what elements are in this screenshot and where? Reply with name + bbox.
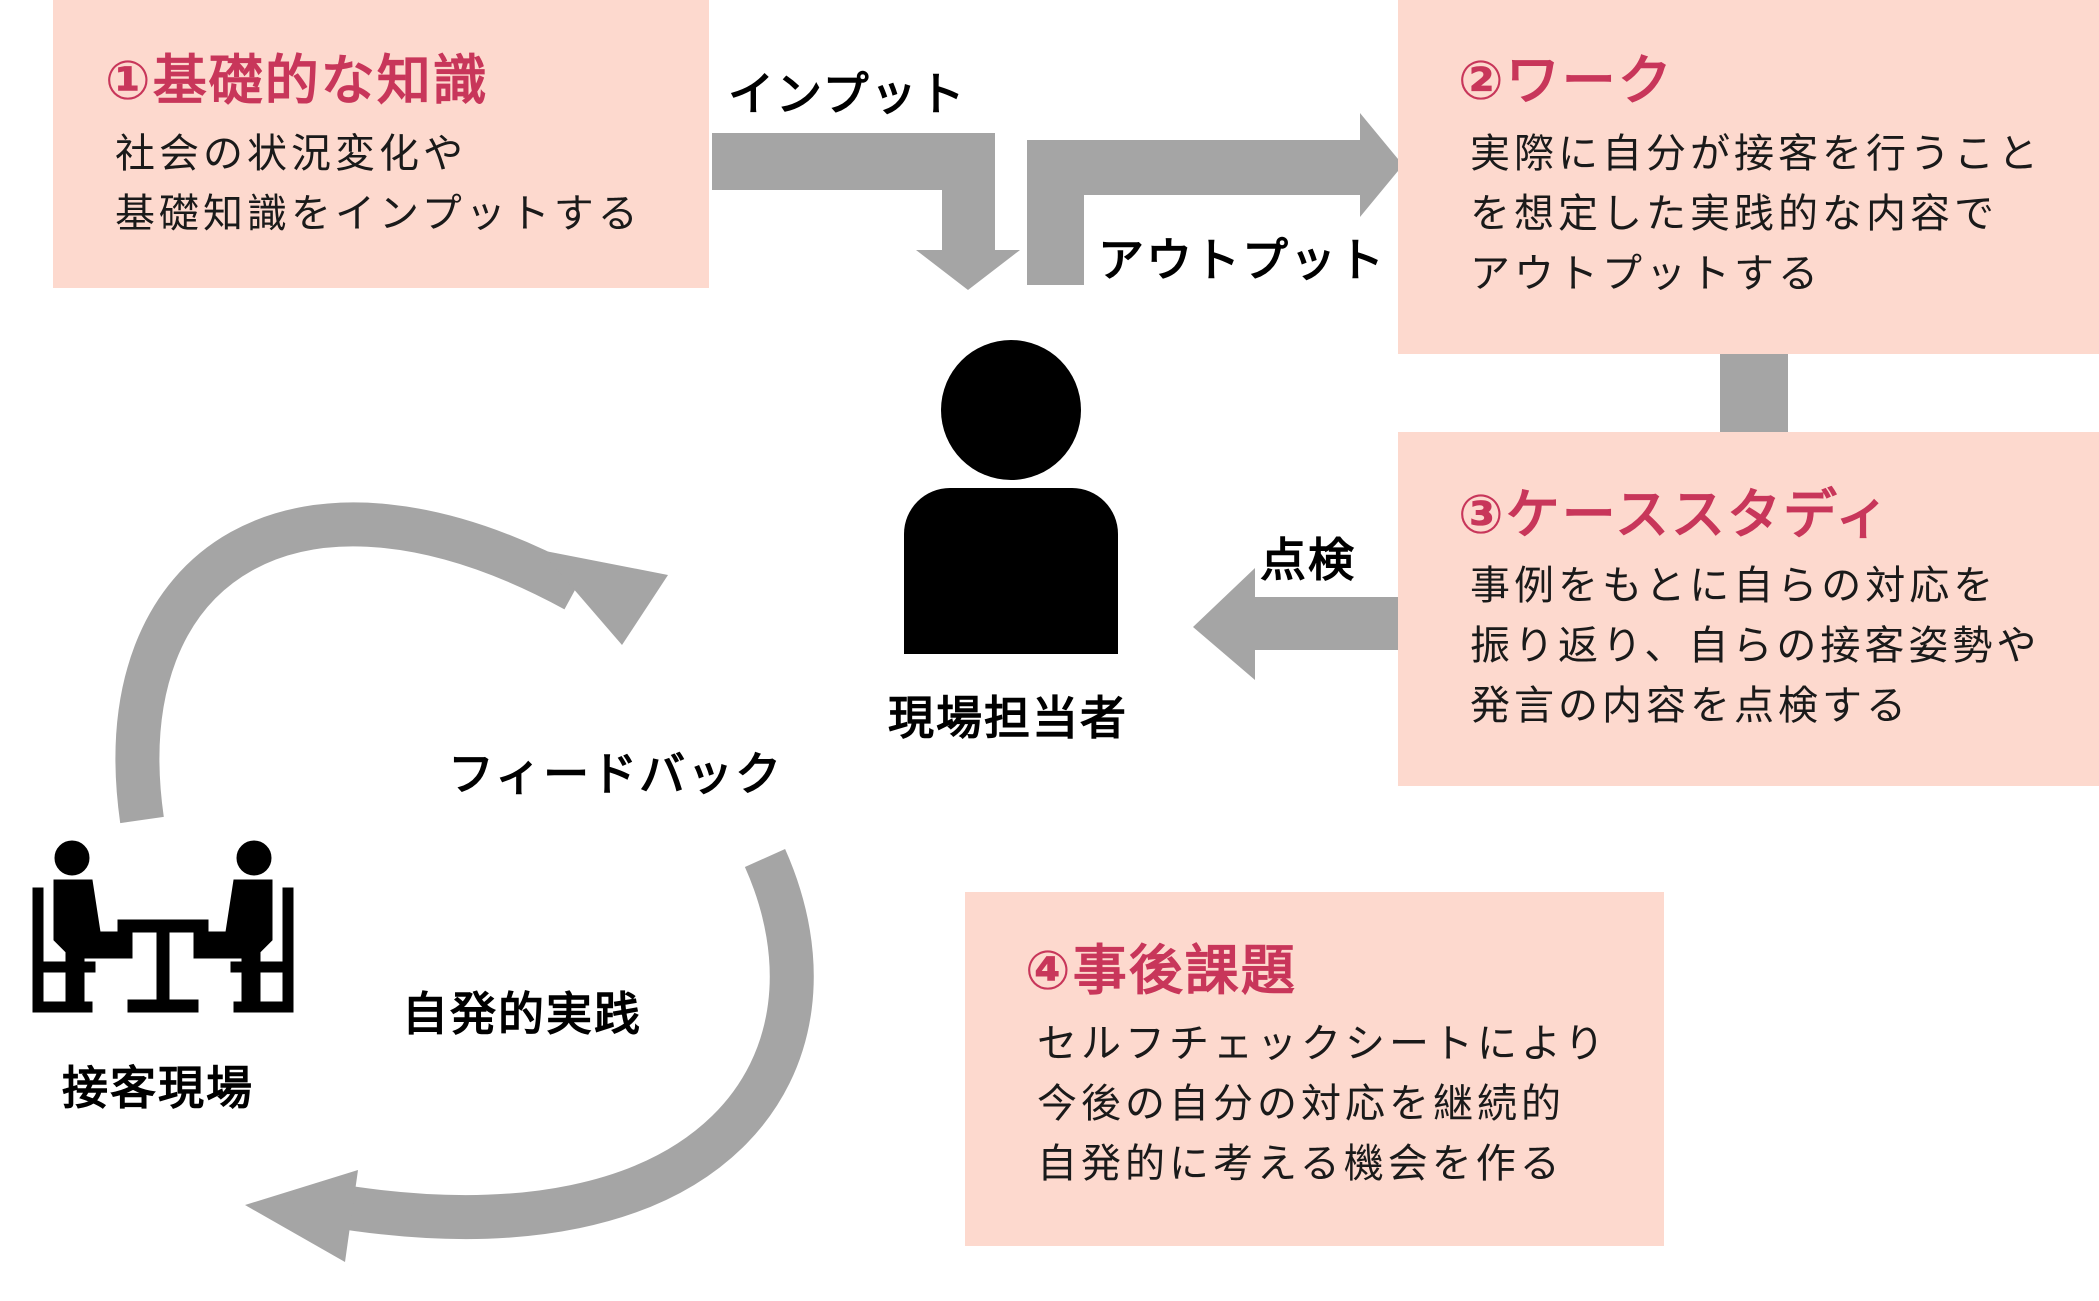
input-arrow — [712, 133, 1020, 290]
step-description: 事例をもとに自らの対応を 振り返り、自らの接客姿勢や 発言の内容を点検する — [1470, 556, 2040, 736]
connector-bar — [1720, 352, 1788, 434]
practice-arc — [326, 849, 814, 1240]
step-title: ③ケーススタディ — [1458, 483, 1892, 546]
input-label: インプット — [728, 67, 967, 121]
site-label: 接客現場 — [62, 1061, 254, 1115]
practice-label: 自発的実践 — [402, 987, 642, 1041]
step-line: 発言の内容を点検する — [1470, 683, 1910, 729]
meeting-table-icon — [32, 840, 294, 1013]
step-description: セルフチェックシートにより 今後の自分の対応を継続的 自発的に考える機会を作る — [1037, 1014, 1608, 1194]
step-description: 社会の状況変化や 基礎知識をインプットする — [115, 124, 642, 244]
step-line: アウトプットする — [1470, 251, 1822, 297]
check-label: 点検 — [1260, 533, 1356, 587]
step-box-basic-knowledge: ①基礎的な知識 社会の状況変化や 基礎知識をインプットする — [53, 0, 709, 288]
step-box-case-study: ③ケーススタディ 事例をもとに自らの対応を 振り返り、自らの接客姿勢や 発言の内… — [1398, 432, 2099, 786]
person-icon — [904, 340, 1118, 654]
step-line: 社会の状況変化や — [115, 131, 467, 177]
step-line: 実際に自分が接客を行うこと — [1470, 131, 2042, 177]
step-line: 事例をもとに自らの対応を — [1470, 563, 1998, 609]
step-line: を想定した実践的な内容で — [1470, 191, 1998, 237]
person-label: 現場担当者 — [888, 691, 1128, 745]
step-line: 自発的に考える機会を作る — [1037, 1141, 1564, 1187]
step-title: ④事後課題 — [1025, 939, 1297, 1002]
feedback-arc — [115, 502, 586, 824]
step-line: 振り返り、自らの接客姿勢や — [1470, 623, 2041, 669]
step-title: ②ワーク — [1458, 49, 1674, 112]
step-box-work: ②ワーク 実際に自分が接客を行うこと を想定した実践的な内容で アウトプットする — [1398, 0, 2099, 354]
output-arrow — [1027, 113, 1403, 285]
step-description: 実際に自分が接客を行うこと を想定した実践的な内容で アウトプットする — [1470, 124, 2042, 304]
step-line: 今後の自分の対応を継続的 — [1037, 1081, 1565, 1127]
output-label: アウトプット — [1098, 233, 1386, 287]
step-box-follow-up: ④事後課題 セルフチェックシートにより 今後の自分の対応を継続的 自発的に考える… — [965, 892, 1664, 1246]
step-title: ①基礎的な知識 — [105, 49, 489, 112]
step-line: セルフチェックシートにより — [1037, 1021, 1609, 1067]
feedback-arrowhead — [540, 550, 668, 645]
check-arrow — [1193, 568, 1402, 680]
practice-arrowhead — [245, 1170, 358, 1262]
feedback-label: フィードバック — [448, 747, 784, 801]
step-line: 基礎知識をインプットする — [115, 191, 642, 237]
